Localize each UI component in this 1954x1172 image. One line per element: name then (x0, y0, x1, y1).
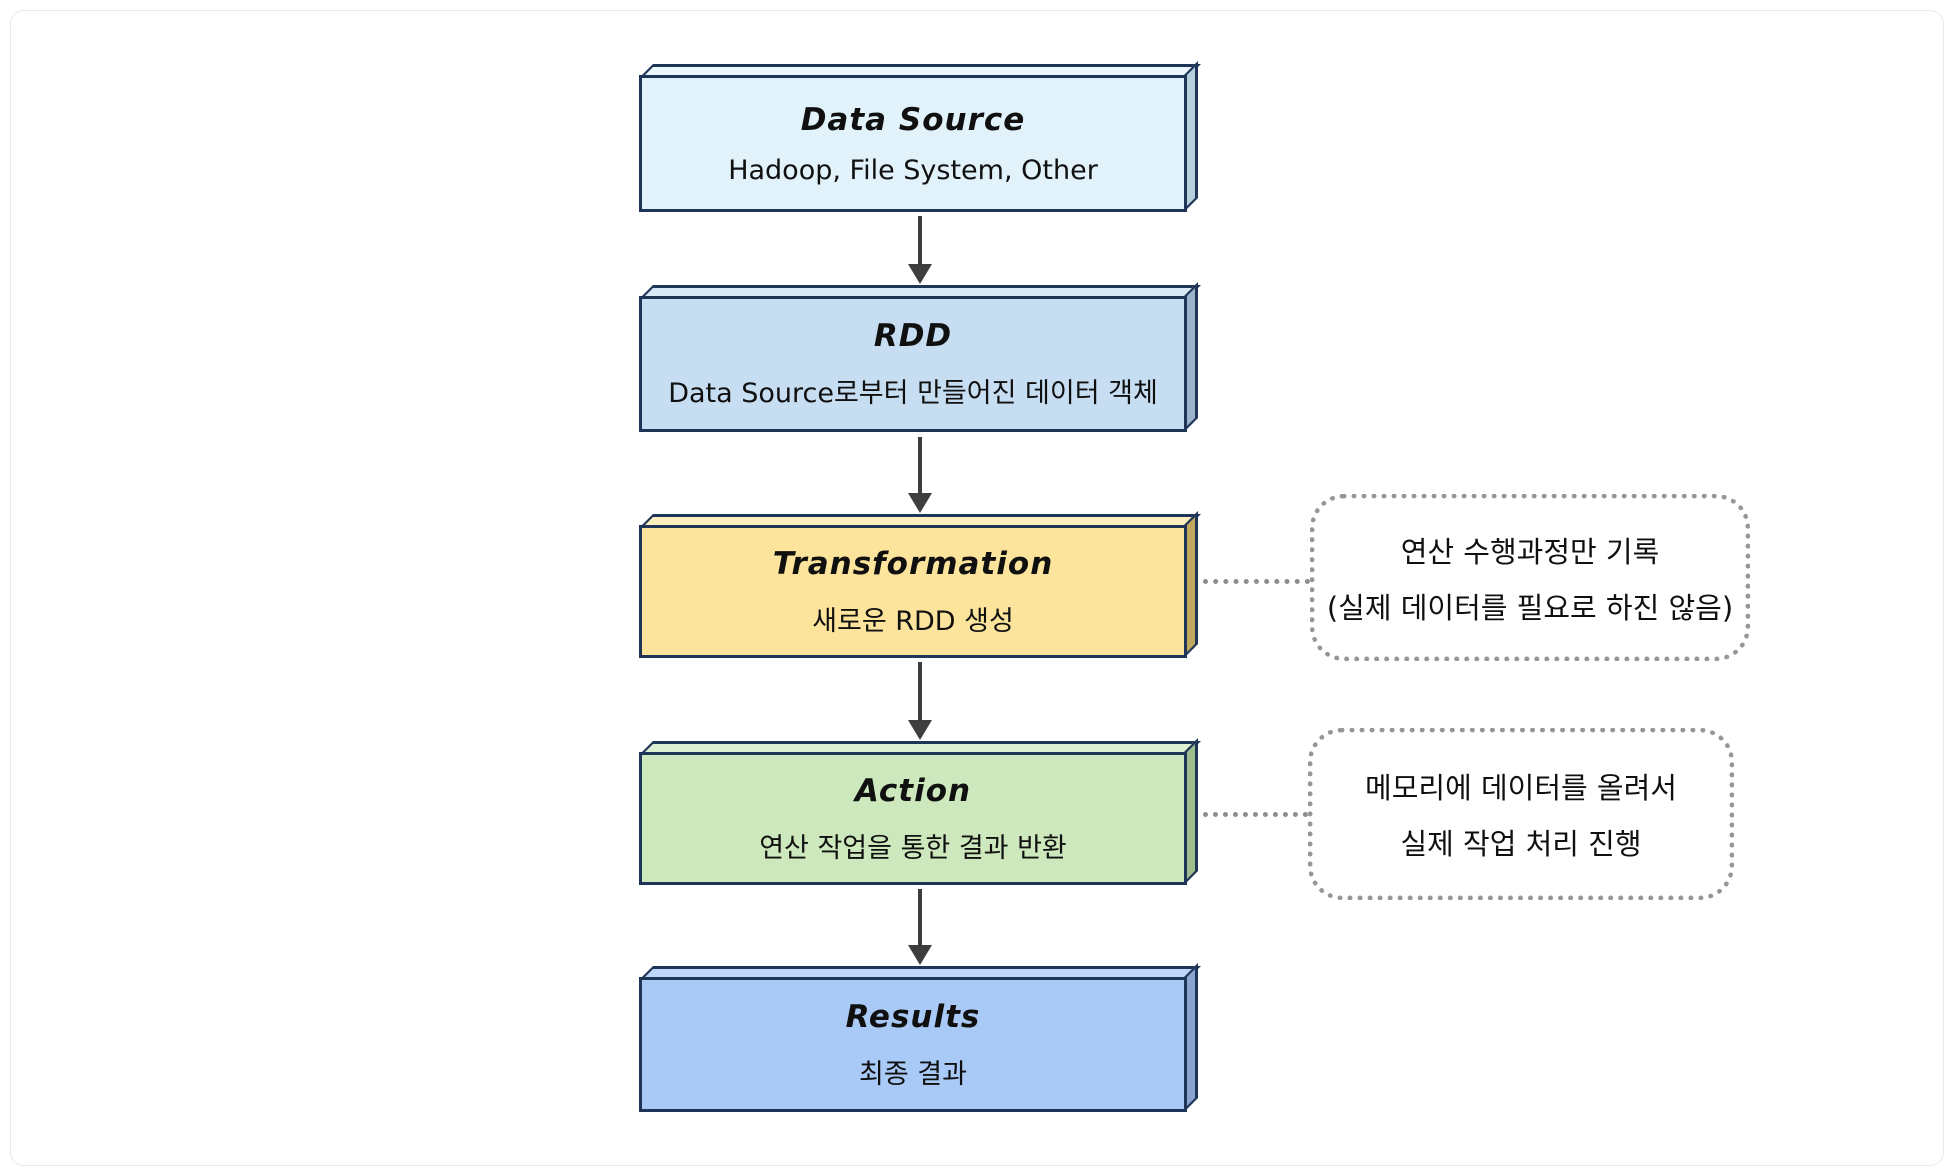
node-face: Data Source Hadoop, File System, Other (639, 75, 1187, 212)
node-rdd: RDD Data Source로부터 만들어진 데이터 객체 (639, 282, 1201, 432)
node-title: Results (845, 998, 981, 1035)
node-subtitle: Data Source로부터 만들어진 데이터 객체 (668, 378, 1158, 409)
node-results: Results 최종 결과 (639, 963, 1201, 1112)
arrow-down-icon (918, 889, 922, 946)
callout-line: 메모리에 데이터를 올려서 (1365, 771, 1677, 805)
node-face: Results 최종 결과 (639, 977, 1187, 1112)
dotted-connector-action (1203, 812, 1308, 817)
callout-line: (실제 데이터를 필요로 하진 않음) (1326, 590, 1734, 625)
callout-line: 연산 수행과정만 기록 (1400, 534, 1660, 569)
node-face: RDD Data Source로부터 만들어진 데이터 객체 (639, 296, 1187, 432)
node-title: Transformation (772, 545, 1054, 582)
dotted-connector-transformation (1203, 579, 1310, 584)
node-action: Action 연산 작업을 통한 결과 반환 (639, 738, 1201, 885)
node-title: Data Source (800, 101, 1026, 138)
node-transformation: Transformation 새로운 RDD 생성 (639, 511, 1201, 658)
arrow-down-icon (918, 662, 922, 721)
node-title: Action (854, 772, 972, 809)
node-subtitle: Hadoop, File System, Other (728, 154, 1098, 186)
node-face: Transformation 새로운 RDD 생성 (639, 525, 1187, 658)
callout-line: 실제 작업 처리 진행 (1400, 827, 1642, 861)
node-subtitle: 연산 작업을 통한 결과 반환 (759, 832, 1067, 864)
node-face: Action 연산 작업을 통한 결과 반환 (639, 752, 1187, 885)
arrow-down-icon (918, 216, 922, 265)
callout-action-note: 메모리에 데이터를 올려서 실제 작업 처리 진행 (1308, 728, 1734, 900)
node-subtitle: 최종 결과 (859, 1058, 967, 1090)
node-title: RDD (873, 318, 953, 354)
node-subtitle: 새로운 RDD 생성 (812, 605, 1014, 637)
arrow-down-icon (918, 437, 922, 494)
callout-transformation-note: 연산 수행과정만 기록 (실제 데이터를 필요로 하진 않음) (1310, 494, 1750, 661)
node-data-source: Data Source Hadoop, File System, Other (639, 61, 1201, 212)
